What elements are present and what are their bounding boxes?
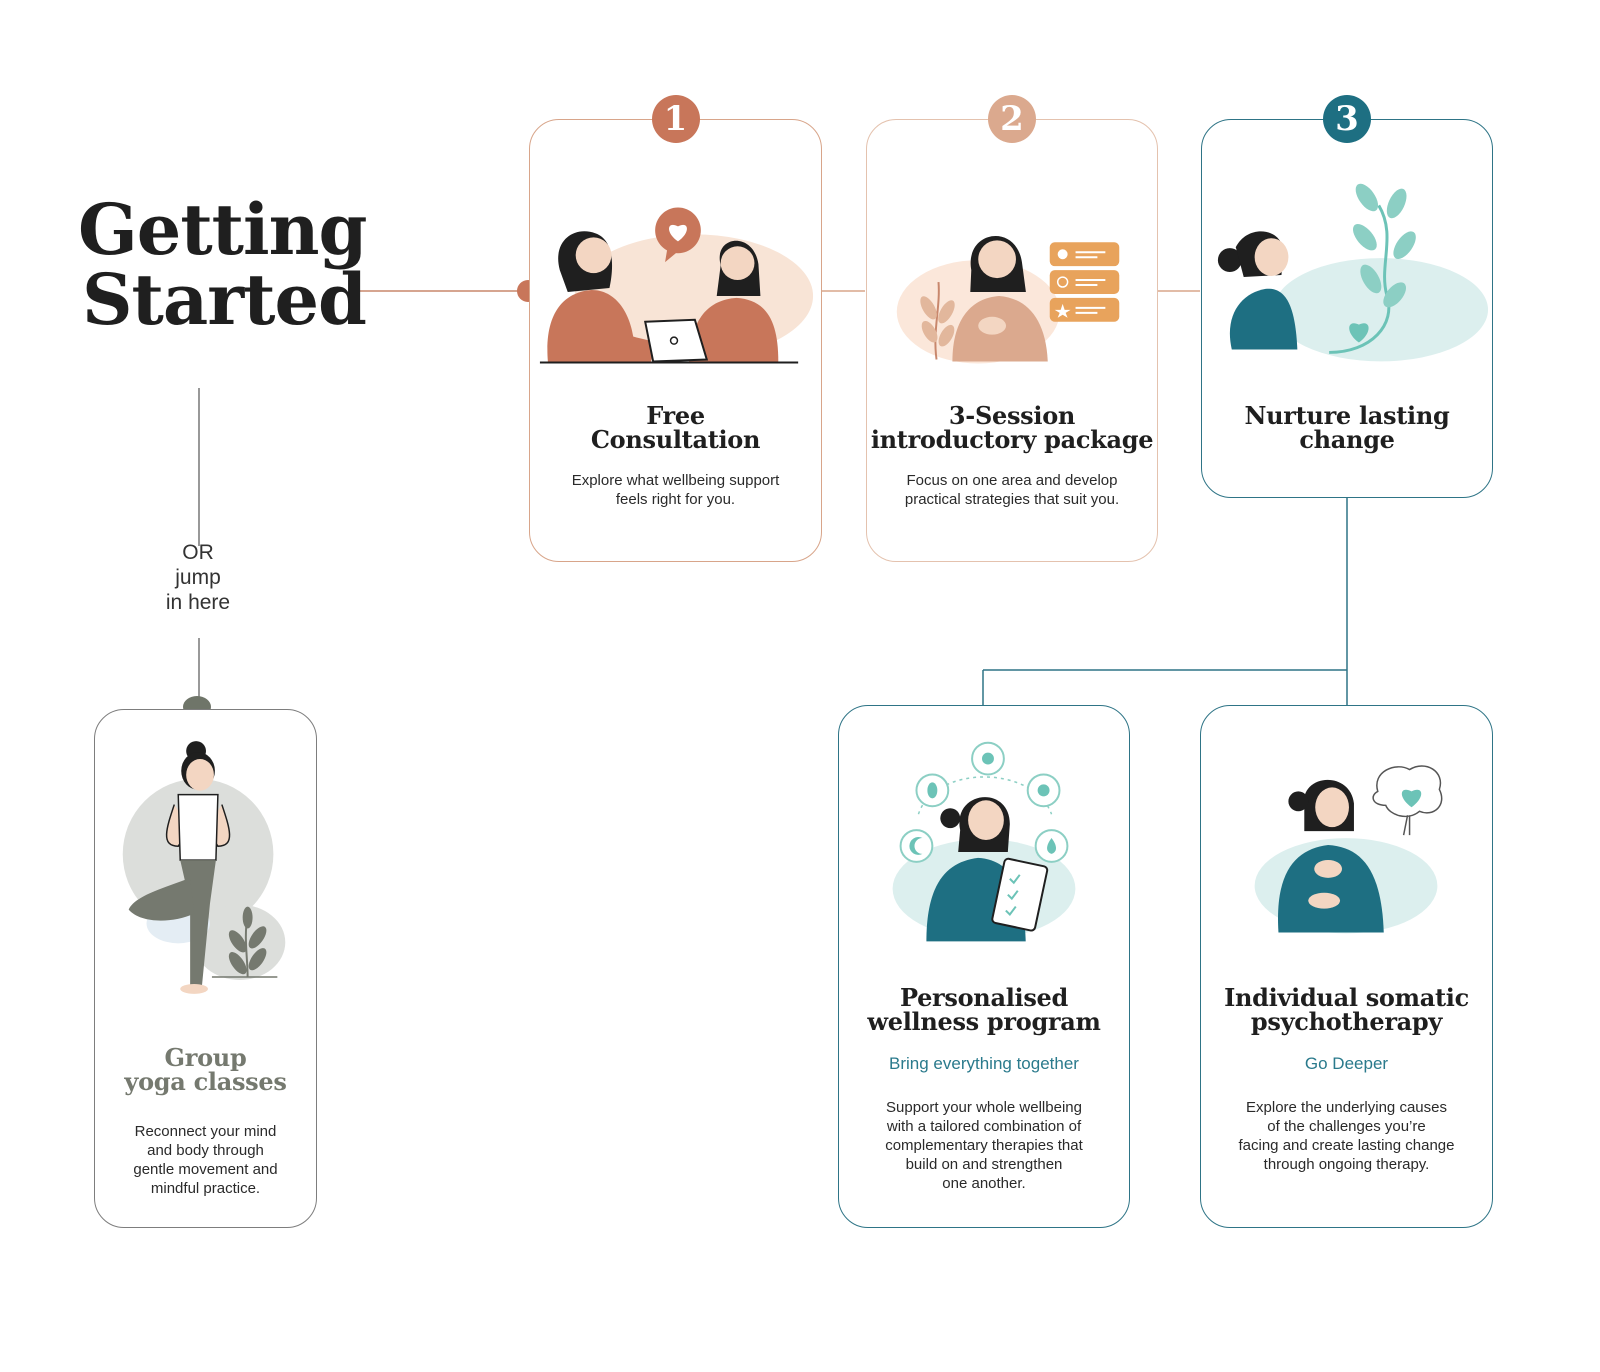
description-line: Explore the underlying causes xyxy=(1246,1099,1447,1116)
yoga-title-line-2: yoga classes xyxy=(124,1067,287,1096)
yoga-description: Reconnect your mind and body through gen… xyxy=(103,1122,308,1198)
step-description: Explore what wellbeing support feels rig… xyxy=(544,471,807,509)
step-badge-3: 3 xyxy=(1323,95,1371,143)
option-card-group-yoga-classes[interactable]: Group yoga classes Reconnect your mind a… xyxy=(94,709,317,1228)
option-description: Explore the underlying causes of the cha… xyxy=(1215,1098,1478,1174)
page-title: Getting Started xyxy=(78,195,378,335)
description-line: practical strategies that suit you. xyxy=(904,491,1120,508)
description-line: mindful practice. xyxy=(150,1180,261,1197)
description-line: facing and create lasting change xyxy=(1238,1137,1455,1154)
option-card-personalised-wellness-program[interactable]: Personalised wellness program Bring ever… xyxy=(838,705,1130,1228)
yoga-illustration xyxy=(122,741,286,994)
yoga-title-line-1: Group xyxy=(164,1043,247,1072)
or-label-line-1: OR xyxy=(182,541,214,564)
step-badge-1: 1 xyxy=(651,95,700,143)
step-card-free-consultation[interactable]: 1 Free Consultation Explore what wellbei… xyxy=(529,95,822,562)
consultation-illustration xyxy=(539,207,814,364)
option-description: Support your whole wellbeing with a tail… xyxy=(853,1098,1115,1193)
or-jump-label: OR jump in here xyxy=(140,540,256,615)
description-line: build on and strengthen xyxy=(905,1156,1063,1173)
description-line: feels right for you. xyxy=(615,491,736,508)
or-label-line-2: jump xyxy=(175,566,221,589)
option-title: Personalised wellness program xyxy=(839,986,1129,1034)
description-line: Support your whole wellbeing xyxy=(886,1099,1082,1116)
step-title-line-2: Consultation xyxy=(590,425,761,454)
step-description: Focus on one area and develop practical … xyxy=(881,471,1143,509)
description-line: through ongoing therapy. xyxy=(1263,1156,1430,1173)
step-title-line-1: 3-Session xyxy=(948,401,1076,430)
description-line: Focus on one area and develop xyxy=(906,472,1118,489)
yoga-title: Group yoga classes xyxy=(95,1046,316,1094)
step-badge-2: 2 xyxy=(988,95,1036,143)
option-title-line-2: wellness program xyxy=(867,1007,1101,1036)
title-line-2: Started xyxy=(82,258,367,341)
or-label-line-3: in here xyxy=(165,591,231,614)
step-title: Nurture lasting change xyxy=(1202,404,1492,452)
step-title: Free Consultation xyxy=(530,404,821,452)
step-title: 3-Session introductory package xyxy=(867,404,1157,452)
description-line: Reconnect your mind xyxy=(134,1123,277,1140)
description-line: and body through xyxy=(147,1142,264,1159)
option-title-line-1: Individual somatic xyxy=(1224,983,1469,1012)
option-subtitle: Bring everything together xyxy=(889,1054,1079,1073)
introductory-package-illustration xyxy=(896,236,1120,364)
wellness-program-illustration xyxy=(892,741,1076,942)
step-title-line-1: Nurture lasting xyxy=(1244,401,1450,430)
option-title: Individual somatic psychotherapy xyxy=(1201,986,1492,1034)
somatic-psychotherapy-illustration xyxy=(1254,765,1443,934)
description-line: Explore what wellbeing support xyxy=(571,472,780,489)
option-title-line-2: psychotherapy xyxy=(1250,1007,1443,1036)
description-line: with a tailored combination of xyxy=(886,1118,1082,1135)
description-line: gentle movement and xyxy=(133,1161,278,1178)
option-subtitle: Go Deeper xyxy=(1304,1054,1389,1073)
option-title-line-1: Personalised xyxy=(899,983,1069,1012)
title-line-1: Getting xyxy=(78,188,367,271)
step-title-line-2: change xyxy=(1299,425,1395,454)
nurture-illustration xyxy=(1217,183,1489,362)
step-title-line-2: introductory package xyxy=(870,425,1154,454)
description-line: of the challenges you’re xyxy=(1267,1118,1426,1135)
step-title-line-1: Free xyxy=(646,401,705,430)
description-line: complementary therapies that xyxy=(885,1137,1083,1154)
step-card-introductory-package[interactable]: 2 3-Session introductory package Focus o… xyxy=(866,95,1158,562)
option-card-somatic-psychotherapy[interactable]: Individual somatic psychotherapy Go Deep… xyxy=(1200,705,1493,1228)
step-card-nurture-lasting-change[interactable]: 3 Nurture lasting change xyxy=(1201,95,1493,498)
description-line: one another. xyxy=(942,1175,1026,1192)
